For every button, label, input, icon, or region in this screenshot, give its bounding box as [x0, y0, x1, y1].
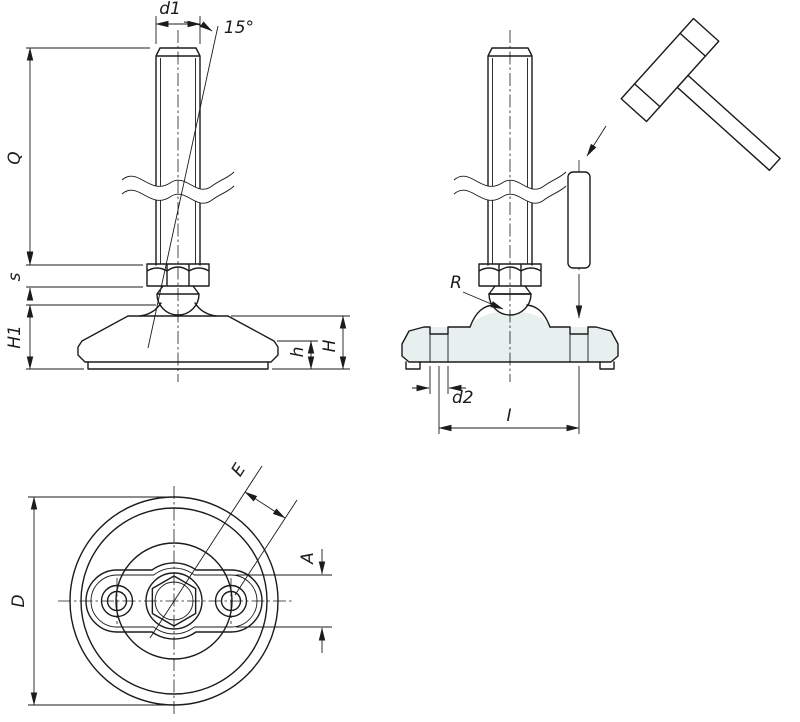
bottom-view: D E A — [9, 460, 332, 716]
dim-label-H: H — [320, 339, 340, 352]
extension-lines — [28, 496, 170, 706]
thread-root-lines — [160, 58, 196, 264]
dim-s: s — [5, 251, 143, 301]
hammer-handle — [676, 74, 781, 171]
slot-outline-outer — [85, 562, 263, 640]
hammer-strike-arrow — [586, 125, 607, 157]
dim-label-R: R — [450, 273, 462, 293]
dim-d1: d1 — [155, 0, 201, 44]
extension-lines — [149, 465, 298, 639]
slot-outline-inner — [90, 567, 258, 635]
extension-lines — [438, 366, 580, 434]
extension-lines — [236, 574, 332, 628]
extension-lines — [429, 366, 449, 394]
dim-label-angle: 15° — [224, 18, 254, 38]
hammer-head — [620, 17, 720, 123]
side-view: R d2 I — [401, 17, 781, 434]
dim-e: E — [149, 460, 298, 639]
dim-label-q: Q — [5, 151, 25, 164]
break-lines — [121, 171, 235, 204]
pin — [567, 171, 591, 269]
break-lines — [453, 171, 567, 204]
hex-nut — [478, 263, 542, 287]
ball-joint — [156, 285, 200, 316]
socket-dome — [139, 302, 217, 317]
angle-arc — [183, 21, 213, 32]
dim-q: Q — [5, 47, 150, 266]
centerlines — [58, 486, 292, 716]
dim-label-D: D — [9, 594, 29, 607]
drift-pin — [567, 160, 591, 319]
dim-label-I: I — [506, 406, 511, 426]
extension-lines — [26, 47, 150, 266]
dim-a: A — [236, 549, 332, 653]
dim-label-h: h — [288, 347, 308, 358]
dim-label-h1: H1 — [5, 325, 25, 349]
tilt-line — [147, 25, 219, 349]
base-feet — [405, 361, 615, 370]
dim-d2: d2 — [412, 366, 474, 408]
radius-callout: R — [450, 273, 504, 310]
dim-h-small: h — [272, 340, 350, 370]
dim-label-E: E — [227, 460, 250, 480]
front-view: d1 15° Q s H1 h H — [5, 0, 350, 382]
dim-label-s: s — [5, 272, 25, 281]
dim-i: I — [438, 366, 580, 434]
slot-walls — [429, 334, 589, 362]
dim-d-diameter: D — [9, 496, 170, 706]
hammer-head-caps — [633, 32, 707, 108]
thread-root-lines — [492, 58, 528, 264]
dimension-line — [244, 491, 286, 519]
hammer — [620, 17, 781, 171]
dim-label-d1: d1 — [159, 0, 181, 19]
dim-label-A: A — [298, 552, 318, 565]
dim-h-total: H — [231, 315, 350, 370]
dim-label-d2: d2 — [452, 388, 474, 408]
leader-line — [462, 291, 504, 310]
extension-lines — [155, 16, 201, 44]
dim-h1: H1 — [5, 304, 156, 370]
hex-nut — [146, 263, 210, 287]
extension-lines — [26, 304, 156, 370]
